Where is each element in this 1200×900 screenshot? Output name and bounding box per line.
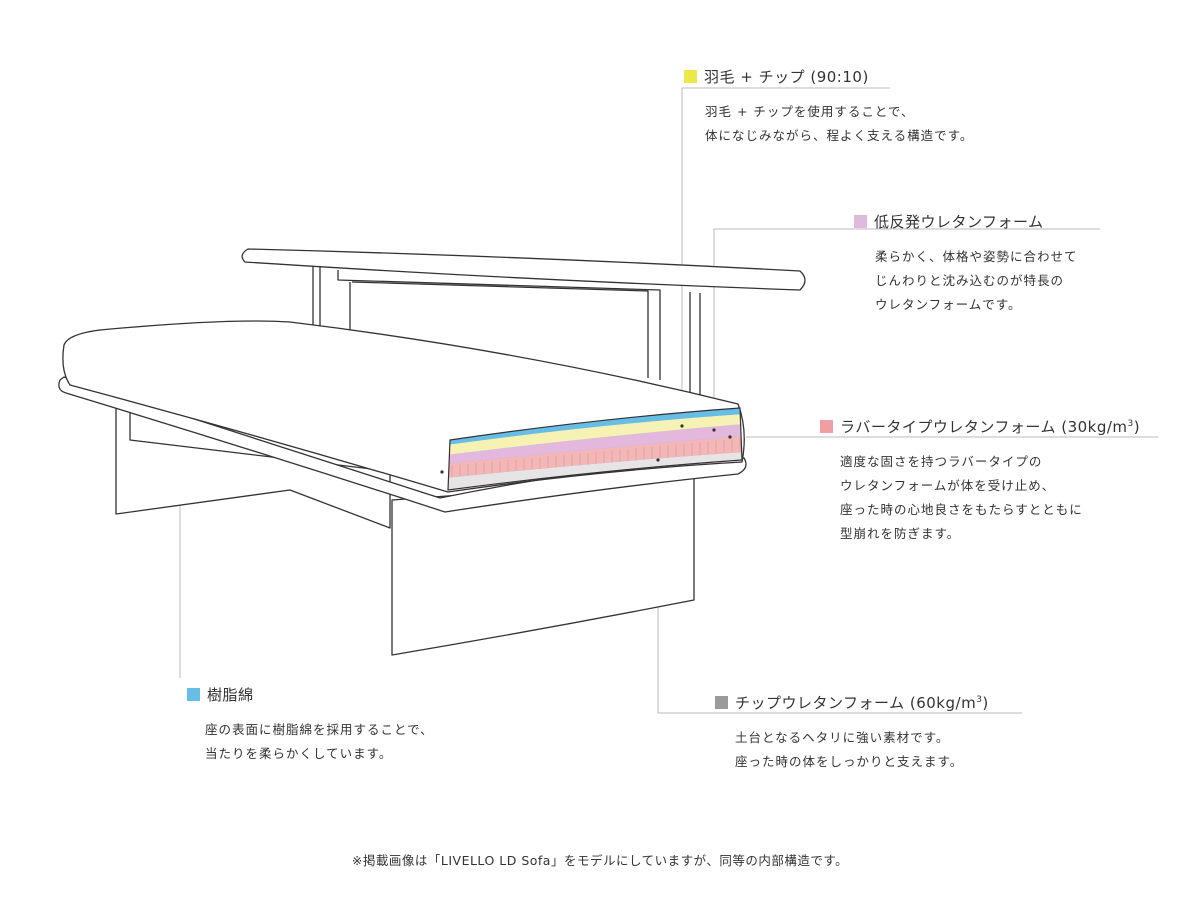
- callout-chip-urethane: チップウレタンフォーム (60kg/m3) 土台となるヘタリに強い素材です。 座…: [715, 692, 989, 774]
- callout-desc-rubber-line-2: ウレタンフォームが体を受け止め、: [840, 478, 1056, 493]
- callout-desc-rubber-line-3: 座った時の心地良さをもたらすとともに: [840, 502, 1083, 517]
- layer-rubber-urethane: [448, 436, 742, 478]
- callout-polyester-wadding: 樹脂綿 座の表面に樹脂綿を採用することで、 当たりを柔らかくしています。: [187, 684, 434, 766]
- backrest-frame: [337, 270, 661, 380]
- callout-rubber-urethane: ラバータイプウレタンフォーム (30kg/m3) 適度な固さを持つラバータイプの…: [820, 416, 1140, 546]
- footnote: ※掲載画像は「LIVELLO LD Sofa」をモデルにしていますが、同等の内部…: [351, 853, 849, 868]
- callout-desc-down-line-1: 羽毛 + チップを使用することで、: [705, 104, 915, 119]
- callout-low-rebound: 低反発ウレタンフォーム 柔らかく、体格や姿勢に合わせて じんわりと沈み込むのが特…: [854, 211, 1078, 317]
- backrest-post-right: [689, 292, 701, 402]
- swatch-low-rebound: [854, 215, 867, 228]
- callout-title-chip: チップウレタンフォーム (60kg/m3): [735, 694, 989, 712]
- callout-desc-rubber-line-1: 適度な固さを持つラバータイプの: [840, 454, 1043, 469]
- callout-desc-down-line-2: 体になじみながら、程よく支える構造です。: [705, 128, 974, 143]
- callout-desc-chip-line-1: 土台となるヘタリに強い素材です。: [735, 730, 950, 745]
- section-outline: [447, 407, 743, 491]
- rubber-grid-lines: [451, 438, 741, 477]
- swatch-down: [684, 70, 697, 83]
- layer-low-rebound-urethane: [448, 424, 742, 464]
- sofa-outline: [58, 248, 806, 656]
- leader-dot-polyester: [440, 470, 444, 474]
- callout-title-polyester: 樹脂綿: [207, 686, 254, 704]
- swatch-rubber: [820, 420, 833, 433]
- backrest-rail: [241, 248, 806, 291]
- leg-front: [391, 477, 695, 656]
- callout-title-low-rebound: 低反発ウレタンフォーム: [874, 213, 1044, 231]
- callout-desc-chip-line-2: 座った時の体をしっかりと支えます。: [735, 754, 964, 769]
- leader-dot-down: [680, 424, 684, 428]
- swatch-polyester: [187, 688, 200, 701]
- callout-desc-low-rebound-line-1: 柔らかく、体格や姿勢に合わせて: [875, 249, 1078, 264]
- layer-down-chip: [448, 414, 742, 455]
- leader-line-down: [681, 87, 890, 432]
- callout-title-down: 羽毛 + チップ (90:10): [704, 68, 869, 86]
- backrest-post-left: [312, 266, 321, 328]
- leader-dot-low-rebound: [712, 428, 716, 432]
- leader-dot-rubber: [728, 435, 732, 439]
- leader-dot-chip: [656, 458, 660, 462]
- leader-dots: [440, 424, 732, 474]
- swatch-chip: [715, 696, 728, 709]
- callout-down-chip: 羽毛 + チップ (90:10) 羽毛 + チップを使用することで、 体になじみ…: [684, 66, 973, 148]
- base-board: [58, 376, 747, 513]
- callout-desc-low-rebound-line-3: ウレタンフォームです。: [875, 297, 1022, 312]
- callout-desc-polyester-line-1: 座の表面に樹脂綿を採用することで、: [205, 722, 434, 737]
- callout-title-rubber: ラバータイプウレタンフォーム (30kg/m3): [840, 418, 1141, 436]
- callout-desc-polyester-line-2: 当たりを柔らかくしています。: [205, 746, 393, 761]
- callout-desc-rubber-line-4: 型崩れを防ぎます。: [840, 526, 961, 541]
- callout-desc-low-rebound-line-2: じんわりと沈み込むのが特長の: [875, 273, 1065, 288]
- leader-line-low-rebound: [713, 228, 1100, 430]
